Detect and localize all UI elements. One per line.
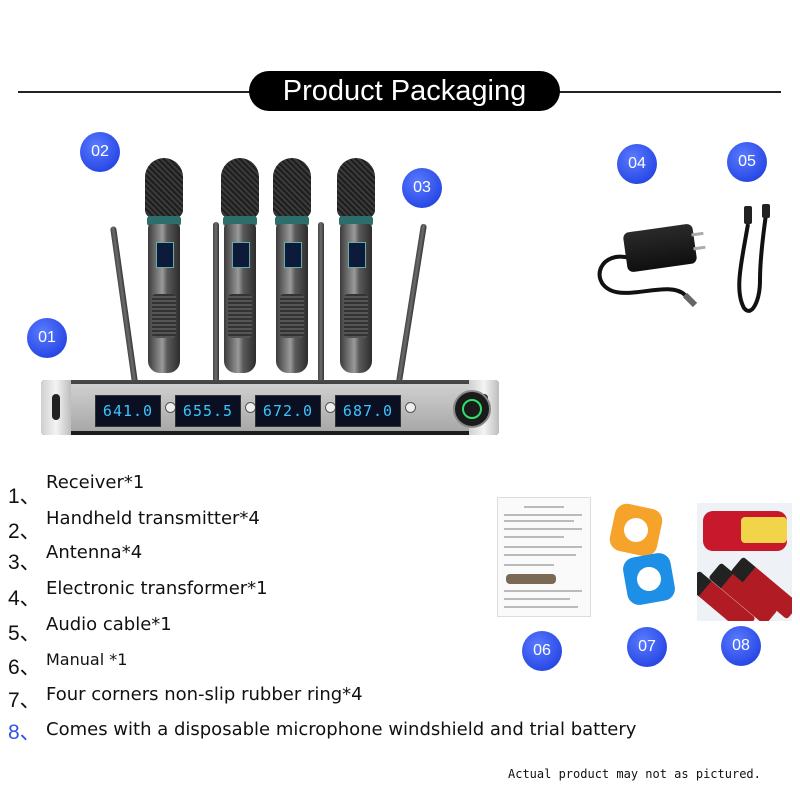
receiver-unit: 641.0 655.5 672.0 687.0 [41, 380, 499, 435]
item-text: Receiver*1 [46, 472, 145, 493]
badge-04: 04 [617, 144, 657, 184]
item-number: 7、 [8, 689, 41, 712]
manual-image [497, 497, 591, 617]
rubber-ring-blue [621, 551, 677, 607]
item-number: 4、 [8, 587, 41, 610]
handheld-microphone-4 [337, 158, 375, 373]
item-text: Comes with a disposable microphone winds… [46, 719, 637, 740]
handheld-microphone-3 [273, 158, 311, 373]
power-adapter-cable [597, 254, 698, 308]
item-text: Electronic transformer*1 [46, 578, 268, 599]
item-text: Manual *1 [46, 650, 128, 669]
item-number: 5、 [8, 622, 41, 645]
item-number: 8、 [8, 721, 41, 744]
badge-03: 03 [402, 168, 442, 208]
item-text: Handheld transmitter*4 [46, 508, 260, 529]
item-text: Antenna*4 [46, 542, 143, 563]
item-number: 1、 [8, 485, 41, 508]
item-text: Audio cable*1 [46, 614, 172, 635]
receiver-display-3: 672.0 [255, 395, 321, 427]
antenna-3 [318, 222, 324, 382]
badge-08: 08 [721, 626, 761, 666]
badge-07: 07 [627, 627, 667, 667]
item-text: Four corners non-slip rubber ring*4 [46, 684, 363, 705]
receiver-display-1: 641.0 [95, 395, 161, 427]
receiver-display-4: 687.0 [335, 395, 401, 427]
page-title: Product Packaging [249, 71, 560, 111]
badge-05: 05 [727, 142, 767, 182]
handheld-microphone-1 [145, 158, 183, 373]
disclaimer-note: Actual product may not as pictured. [508, 767, 761, 781]
item-number: 2、 [8, 520, 41, 543]
receiver-display-2: 655.5 [175, 395, 241, 427]
badge-01: 01 [27, 318, 67, 358]
handheld-microphone-2 [221, 158, 259, 373]
antenna-1 [110, 226, 138, 384]
antenna-2 [213, 222, 219, 382]
antenna-4 [396, 223, 427, 383]
item-number: 6、 [8, 656, 41, 679]
battery-windshield-image [697, 503, 792, 621]
audio-cable [737, 204, 770, 313]
badge-02: 02 [80, 132, 120, 172]
rubber-ring-orange [607, 501, 665, 559]
power-button [453, 390, 491, 428]
item-number: 3、 [8, 551, 41, 574]
badge-06: 06 [522, 631, 562, 671]
title-rule-right [555, 91, 781, 93]
title-rule-left [18, 91, 250, 93]
